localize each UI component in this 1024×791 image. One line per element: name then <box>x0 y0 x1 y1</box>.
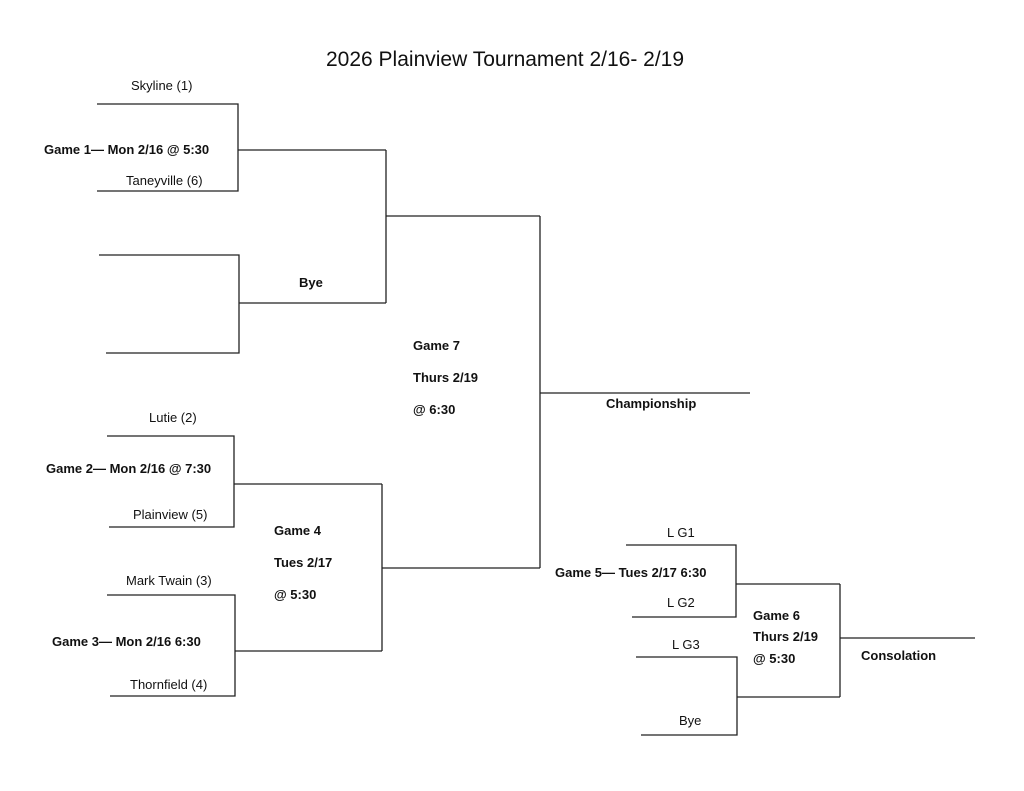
team-mark-twain: Mark Twain (3) <box>126 573 212 588</box>
team-taneyville: Taneyville (6) <box>126 173 203 188</box>
game1-label: Game 1— Mon 2/16 @ 5:30 <box>44 142 210 157</box>
game6-time: @ 5:30 <box>753 651 796 666</box>
championship-label: Championship <box>606 396 697 411</box>
bye-bracket-line <box>99 254 240 354</box>
game2-bracket-line <box>107 435 235 528</box>
team-skyline: Skyline (1) <box>131 78 193 93</box>
game4-time: @ 5:30 <box>274 587 317 602</box>
game4-name: Game 4 <box>274 523 321 538</box>
lg3-bye-bracket-line <box>636 656 738 736</box>
game2-label: Game 2— Mon 2/16 @ 7:30 <box>46 461 212 476</box>
team-lutie: Lutie (2) <box>149 410 197 425</box>
game3-bracket-line <box>107 594 236 697</box>
game5-label: Game 5— Tues 2/17 6:30 <box>555 565 707 580</box>
game4-date: Tues 2/17 <box>274 555 333 570</box>
consolation-lg2: L G2 <box>667 595 695 610</box>
game1-bracket-line <box>97 103 239 192</box>
game6-date: Thurs 2/19 <box>753 629 819 644</box>
team-thornfield: Thornfield (4) <box>130 677 208 692</box>
game5-bracket-line <box>626 544 737 618</box>
game6-name: Game 6 <box>753 608 800 623</box>
page-title: 2026 Plainview Tournament 2/16- 2/19 <box>326 48 685 71</box>
consolation-bye: Bye <box>679 713 702 728</box>
consolation-label: Consolation <box>861 648 937 663</box>
game7-time: @ 6:30 <box>413 402 456 417</box>
game3-label: Game 3— Mon 2/16 6:30 <box>52 634 201 649</box>
consolation-lg3: L G3 <box>672 637 700 652</box>
game7-date: Thurs 2/19 <box>413 370 479 385</box>
team-plainview: Plainview (5) <box>133 507 208 522</box>
bye-label: Bye <box>299 275 323 290</box>
consolation-lg1: L G1 <box>667 525 695 540</box>
game7-name: Game 7 <box>413 338 460 353</box>
